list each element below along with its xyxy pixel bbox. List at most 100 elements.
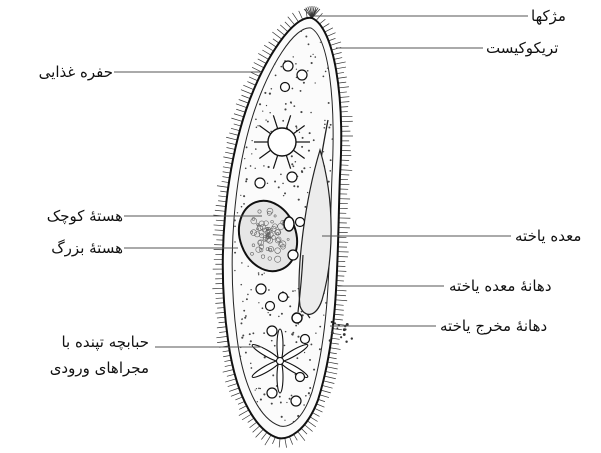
granule bbox=[295, 325, 297, 327]
granule bbox=[267, 183, 268, 184]
granule bbox=[244, 317, 246, 319]
granule bbox=[327, 67, 328, 68]
cilium bbox=[315, 408, 323, 412]
cilium bbox=[223, 172, 231, 173]
cilium bbox=[339, 92, 347, 93]
cilium bbox=[335, 300, 347, 301]
granule bbox=[245, 352, 247, 354]
granule bbox=[284, 345, 286, 347]
cilium bbox=[242, 95, 251, 98]
cilium bbox=[322, 385, 332, 388]
granule bbox=[246, 146, 248, 148]
food-vacuole-small bbox=[296, 373, 305, 382]
granule bbox=[240, 195, 241, 196]
granule bbox=[262, 307, 264, 309]
label-contractile-vacuole-1: حبابچه تپنده با bbox=[61, 332, 149, 352]
cilium bbox=[214, 225, 225, 226]
granule bbox=[293, 105, 295, 107]
cilium bbox=[223, 370, 234, 373]
granule bbox=[284, 192, 286, 194]
granule bbox=[267, 121, 269, 123]
granule bbox=[252, 332, 254, 334]
granule bbox=[246, 298, 248, 300]
cilium bbox=[334, 319, 343, 320]
food-vacuole-small bbox=[283, 61, 293, 71]
cilium bbox=[264, 45, 273, 51]
granule bbox=[292, 165, 294, 167]
granule bbox=[284, 108, 286, 110]
granule bbox=[307, 192, 308, 193]
cilium bbox=[334, 58, 342, 60]
cilium bbox=[216, 220, 225, 221]
cilium bbox=[325, 28, 333, 32]
cilium bbox=[226, 147, 235, 149]
cilium bbox=[231, 393, 241, 397]
granule bbox=[286, 402, 287, 403]
cilium bbox=[223, 351, 230, 352]
cilium bbox=[220, 191, 227, 192]
cilium bbox=[285, 438, 287, 448]
granule bbox=[324, 123, 326, 125]
cilium bbox=[288, 17, 295, 25]
cilium bbox=[216, 336, 227, 337]
granule bbox=[291, 395, 293, 397]
cilium bbox=[265, 435, 271, 445]
cilium bbox=[225, 379, 236, 382]
cilium bbox=[320, 395, 329, 398]
food-vacuole-small bbox=[288, 250, 298, 260]
granule bbox=[256, 388, 257, 389]
particle bbox=[331, 331, 334, 334]
cilium bbox=[289, 436, 292, 444]
granule bbox=[234, 252, 236, 254]
granule bbox=[325, 71, 327, 73]
granule bbox=[296, 127, 297, 128]
granule bbox=[251, 140, 252, 141]
cilium bbox=[328, 357, 336, 358]
granule bbox=[264, 92, 266, 94]
food-vacuole-small bbox=[279, 293, 288, 302]
cilium bbox=[330, 42, 341, 45]
cilium bbox=[335, 62, 346, 64]
cilium bbox=[312, 413, 319, 417]
granule bbox=[271, 88, 273, 90]
cilium bbox=[223, 167, 231, 169]
label-cilia: مژکها bbox=[531, 6, 566, 26]
granule bbox=[301, 146, 303, 148]
granule bbox=[269, 93, 271, 95]
granule bbox=[303, 82, 305, 84]
granule bbox=[313, 369, 315, 371]
cilium bbox=[336, 67, 346, 69]
cilium bbox=[326, 371, 338, 374]
cilium bbox=[307, 421, 315, 427]
cilium bbox=[238, 401, 244, 404]
granule bbox=[307, 70, 309, 72]
cilium bbox=[215, 303, 224, 304]
granule bbox=[265, 119, 266, 120]
particle bbox=[351, 337, 353, 339]
granule bbox=[267, 166, 269, 168]
cilium bbox=[316, 13, 322, 20]
cilium bbox=[332, 333, 341, 334]
cilium bbox=[319, 19, 325, 24]
cilium bbox=[273, 39, 279, 43]
granule bbox=[305, 395, 307, 397]
granule bbox=[274, 180, 276, 182]
granule bbox=[251, 153, 252, 154]
cilium bbox=[285, 22, 291, 28]
food-vacuole-small bbox=[281, 83, 290, 92]
cilium bbox=[235, 397, 242, 400]
label-micronucleus: هستهٔ کوچک bbox=[47, 206, 123, 226]
granule bbox=[310, 343, 312, 345]
granule bbox=[302, 137, 304, 139]
granule bbox=[268, 289, 270, 291]
granule bbox=[300, 30, 302, 32]
cilium bbox=[225, 152, 234, 154]
granule bbox=[284, 420, 285, 421]
granule bbox=[268, 312, 269, 313]
particle bbox=[329, 339, 332, 342]
particle bbox=[343, 333, 346, 336]
label-trichocyst: تریکوکیست bbox=[486, 38, 558, 58]
cilium bbox=[217, 341, 228, 342]
granule bbox=[255, 168, 256, 169]
cilium bbox=[227, 374, 235, 376]
